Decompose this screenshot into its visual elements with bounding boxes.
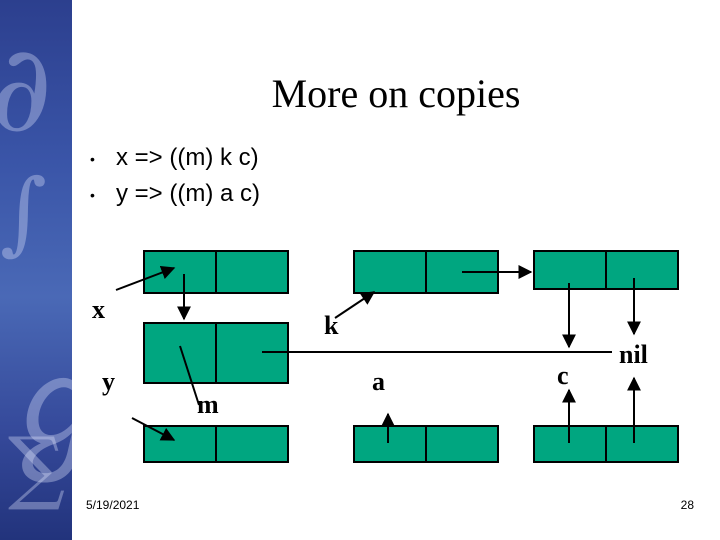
cell-cdr bbox=[215, 250, 289, 294]
decorative-glyph: ∫ bbox=[0, 160, 47, 265]
cell-cdr bbox=[425, 425, 499, 463]
decorative-glyph: ℊ bbox=[0, 329, 72, 481]
slide-title: More on copies bbox=[271, 71, 521, 116]
footer-date: 5/19/2021 bbox=[86, 498, 140, 512]
label-y: y bbox=[102, 367, 115, 396]
page-number: 28 bbox=[680, 498, 694, 512]
bullet-text: x => ((m) k c) bbox=[116, 144, 259, 171]
cell-car bbox=[143, 425, 217, 463]
cons-cell-y-bottom bbox=[143, 425, 289, 463]
label-x: x bbox=[92, 295, 105, 324]
arrow-car-to-m bbox=[179, 345, 200, 406]
label-a: a bbox=[372, 367, 385, 396]
label-k: k bbox=[324, 311, 339, 340]
label-nil: nil bbox=[619, 340, 648, 369]
decorative-sidebar: ∂ ∫ ℊ ∑ bbox=[0, 0, 72, 540]
bullet-dot-icon: • bbox=[90, 150, 95, 167]
label-m: m bbox=[197, 390, 219, 419]
arrow-y-to-list bbox=[131, 417, 176, 441]
bullet-list: • x => ((m) k c) • y => ((m) a c) bbox=[90, 140, 260, 212]
cell-car bbox=[353, 425, 427, 463]
bullet-item: • y => ((m) a c) bbox=[90, 176, 260, 212]
cell-car bbox=[353, 250, 427, 294]
cons-cell-x-top bbox=[143, 250, 289, 294]
bullet-dot-icon: • bbox=[90, 186, 95, 203]
cell-cdr bbox=[215, 425, 289, 463]
cons-cell-c-copy bbox=[533, 425, 679, 463]
cons-cell-c bbox=[533, 250, 679, 290]
arrow-x-to-list bbox=[115, 265, 176, 291]
decorative-glyph: ∑ bbox=[8, 420, 66, 513]
bullet-item: • x => ((m) k c) bbox=[90, 140, 260, 176]
cell-cdr bbox=[605, 425, 679, 463]
label-c: c bbox=[557, 361, 569, 390]
cell-cdr bbox=[605, 250, 679, 290]
bullet-text: y => ((m) a c) bbox=[116, 180, 261, 207]
cons-cell-m bbox=[143, 322, 289, 384]
decorative-glyph: ∂ bbox=[0, 20, 53, 159]
cons-cell-a bbox=[353, 425, 499, 463]
cell-car bbox=[143, 322, 217, 384]
cell-car bbox=[143, 250, 217, 294]
arrow-k-to-cell bbox=[334, 291, 376, 319]
cell-car bbox=[533, 250, 607, 290]
